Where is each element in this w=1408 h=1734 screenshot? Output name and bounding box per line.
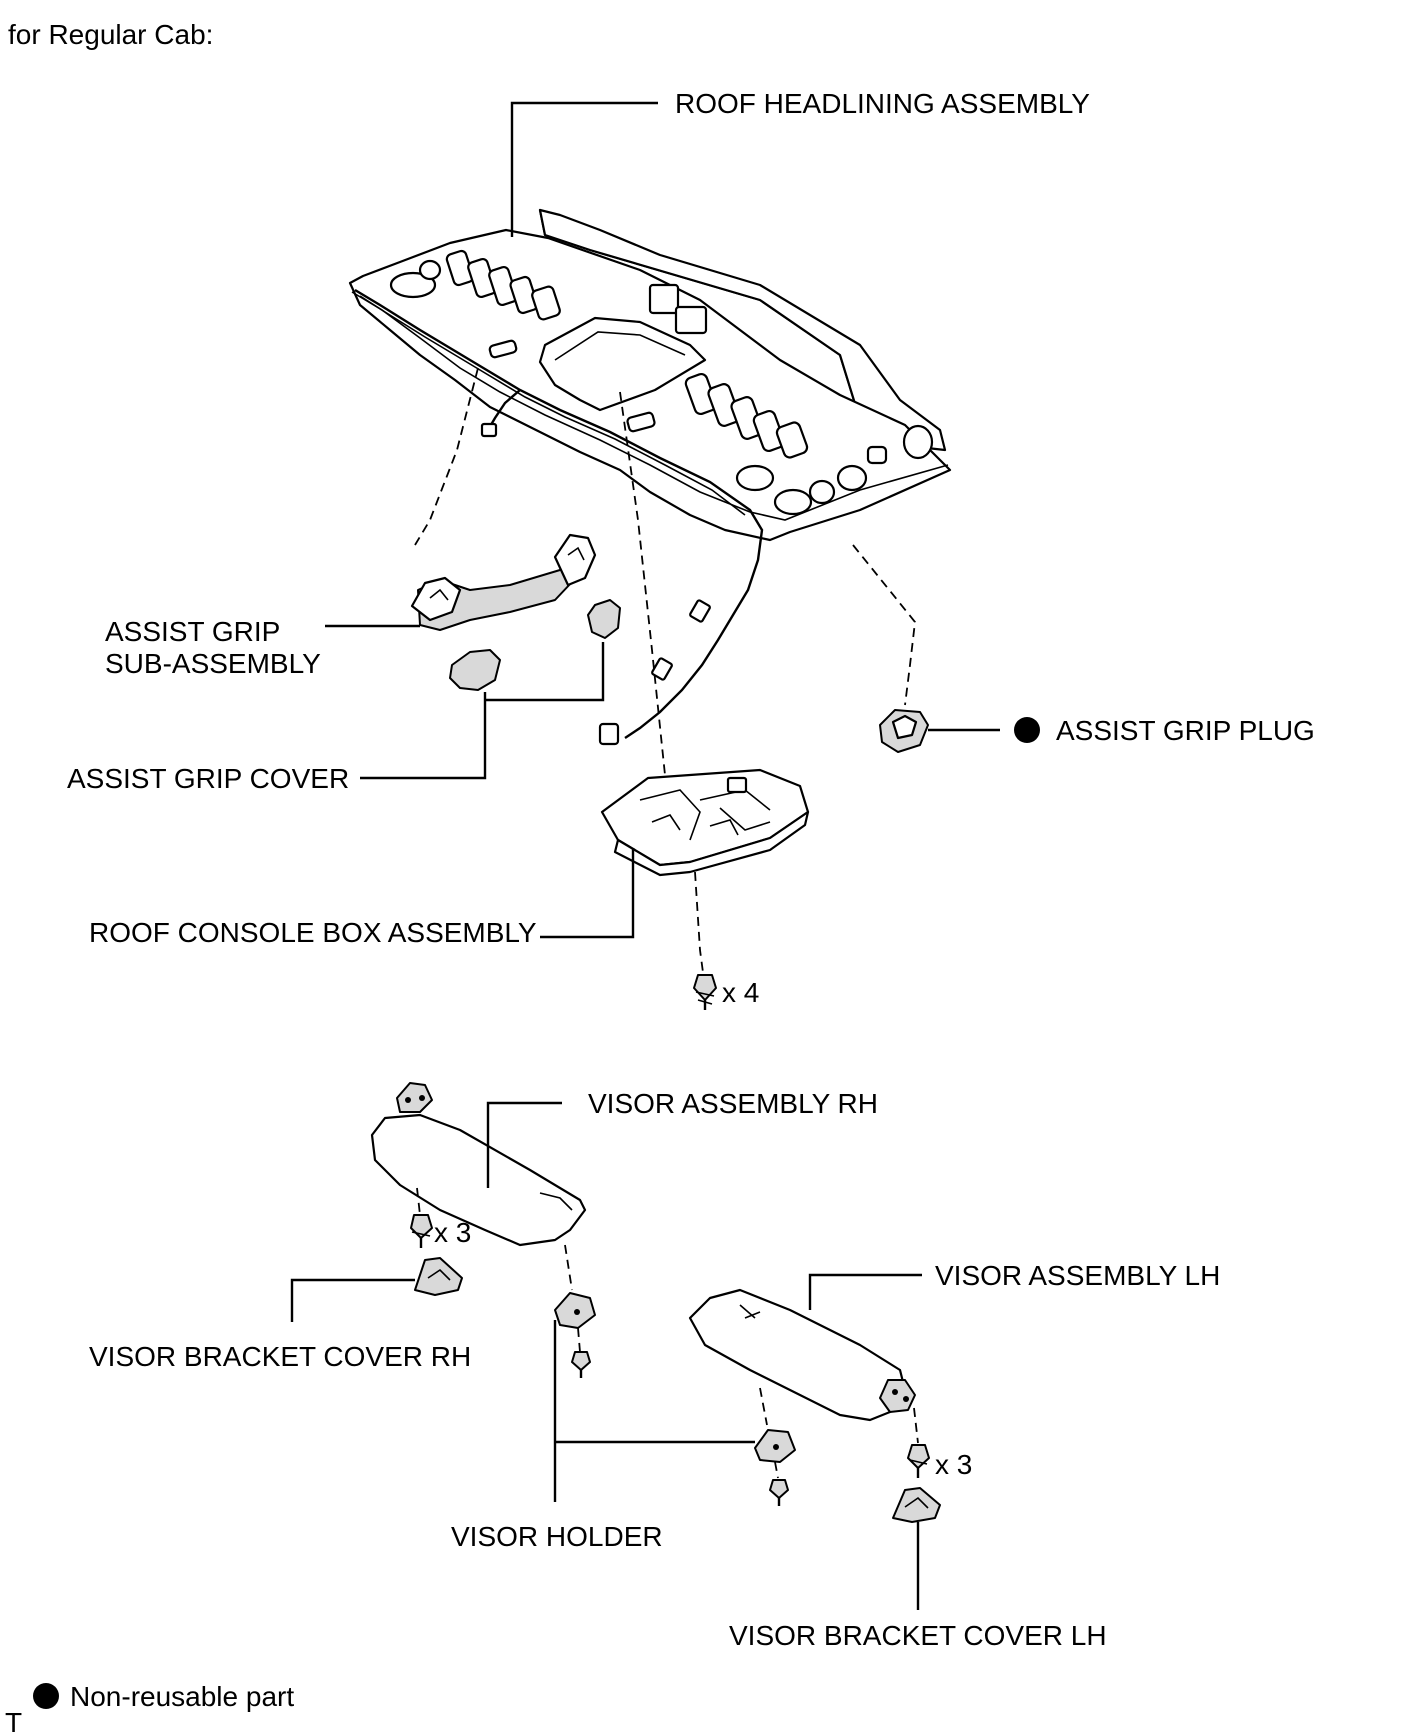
label-visor-holder: VISOR HOLDER: [451, 1521, 663, 1552]
label-visor-assembly-lh: VISOR ASSEMBLY LH: [935, 1260, 1220, 1291]
label-roof-console-box-assembly: ROOF CONSOLE BOX ASSEMBLY: [89, 917, 537, 948]
assist-grip-plug-illustration: [852, 544, 1040, 753]
diagram-caption: for Regular Cab:: [8, 19, 213, 50]
label-visor-lh-screw-qty: x 3: [935, 1449, 972, 1480]
non-reusable-legend-icon: [33, 1683, 59, 1709]
label-visor-bracket-cover-lh: VISOR BRACKET COVER LH: [729, 1620, 1107, 1651]
label-visor-assembly-rh: VISOR ASSEMBLY RH: [588, 1088, 878, 1119]
non-reusable-marker-icon: [1014, 717, 1040, 743]
footer-code: T: [5, 1707, 22, 1734]
assist-grip-cover-illustration: [360, 599, 621, 780]
label-assist-grip-cover: ASSIST GRIP COVER: [67, 763, 349, 794]
label-assist-grip-line2: SUB-ASSEMBLY: [105, 648, 321, 679]
label-roof-headlining-assembly: ROOF HEADLINING ASSEMBLY: [675, 88, 1090, 119]
assist-grip-illustration: [325, 367, 597, 631]
screw-icon: [410, 1214, 433, 1248]
label-visor-rh-screw-qty: x 3: [434, 1217, 471, 1248]
label-assist-grip-plug: ASSIST GRIP PLUG: [1056, 715, 1315, 746]
screw-icon: [693, 974, 717, 1010]
label-visor-bracket-cover-rh: VISOR BRACKET COVER RH: [89, 1341, 471, 1372]
label-console-screw-qty: x 4: [722, 977, 759, 1008]
screw-icon: [907, 1444, 930, 1478]
legend: Non-reusable part: [33, 1681, 294, 1712]
screw-icon: [571, 1351, 591, 1378]
label-assist-grip-line1: ASSIST GRIP: [105, 616, 280, 647]
visor-bracket-cover-lh-illustration: [892, 1487, 941, 1610]
visor-bracket-cover-rh-illustration: [290, 1257, 463, 1322]
roof-headlining-illustration: [348, 101, 952, 746]
visor-rh-illustration: [370, 1082, 587, 1291]
screw-icon: [769, 1479, 789, 1506]
visor-holder-illustration: [553, 1292, 796, 1506]
roof-console-box-illustration: [540, 391, 810, 1010]
visor-lh-illustration: [688, 1273, 930, 1478]
legend-non-reusable-label: Non-reusable part: [70, 1681, 294, 1712]
